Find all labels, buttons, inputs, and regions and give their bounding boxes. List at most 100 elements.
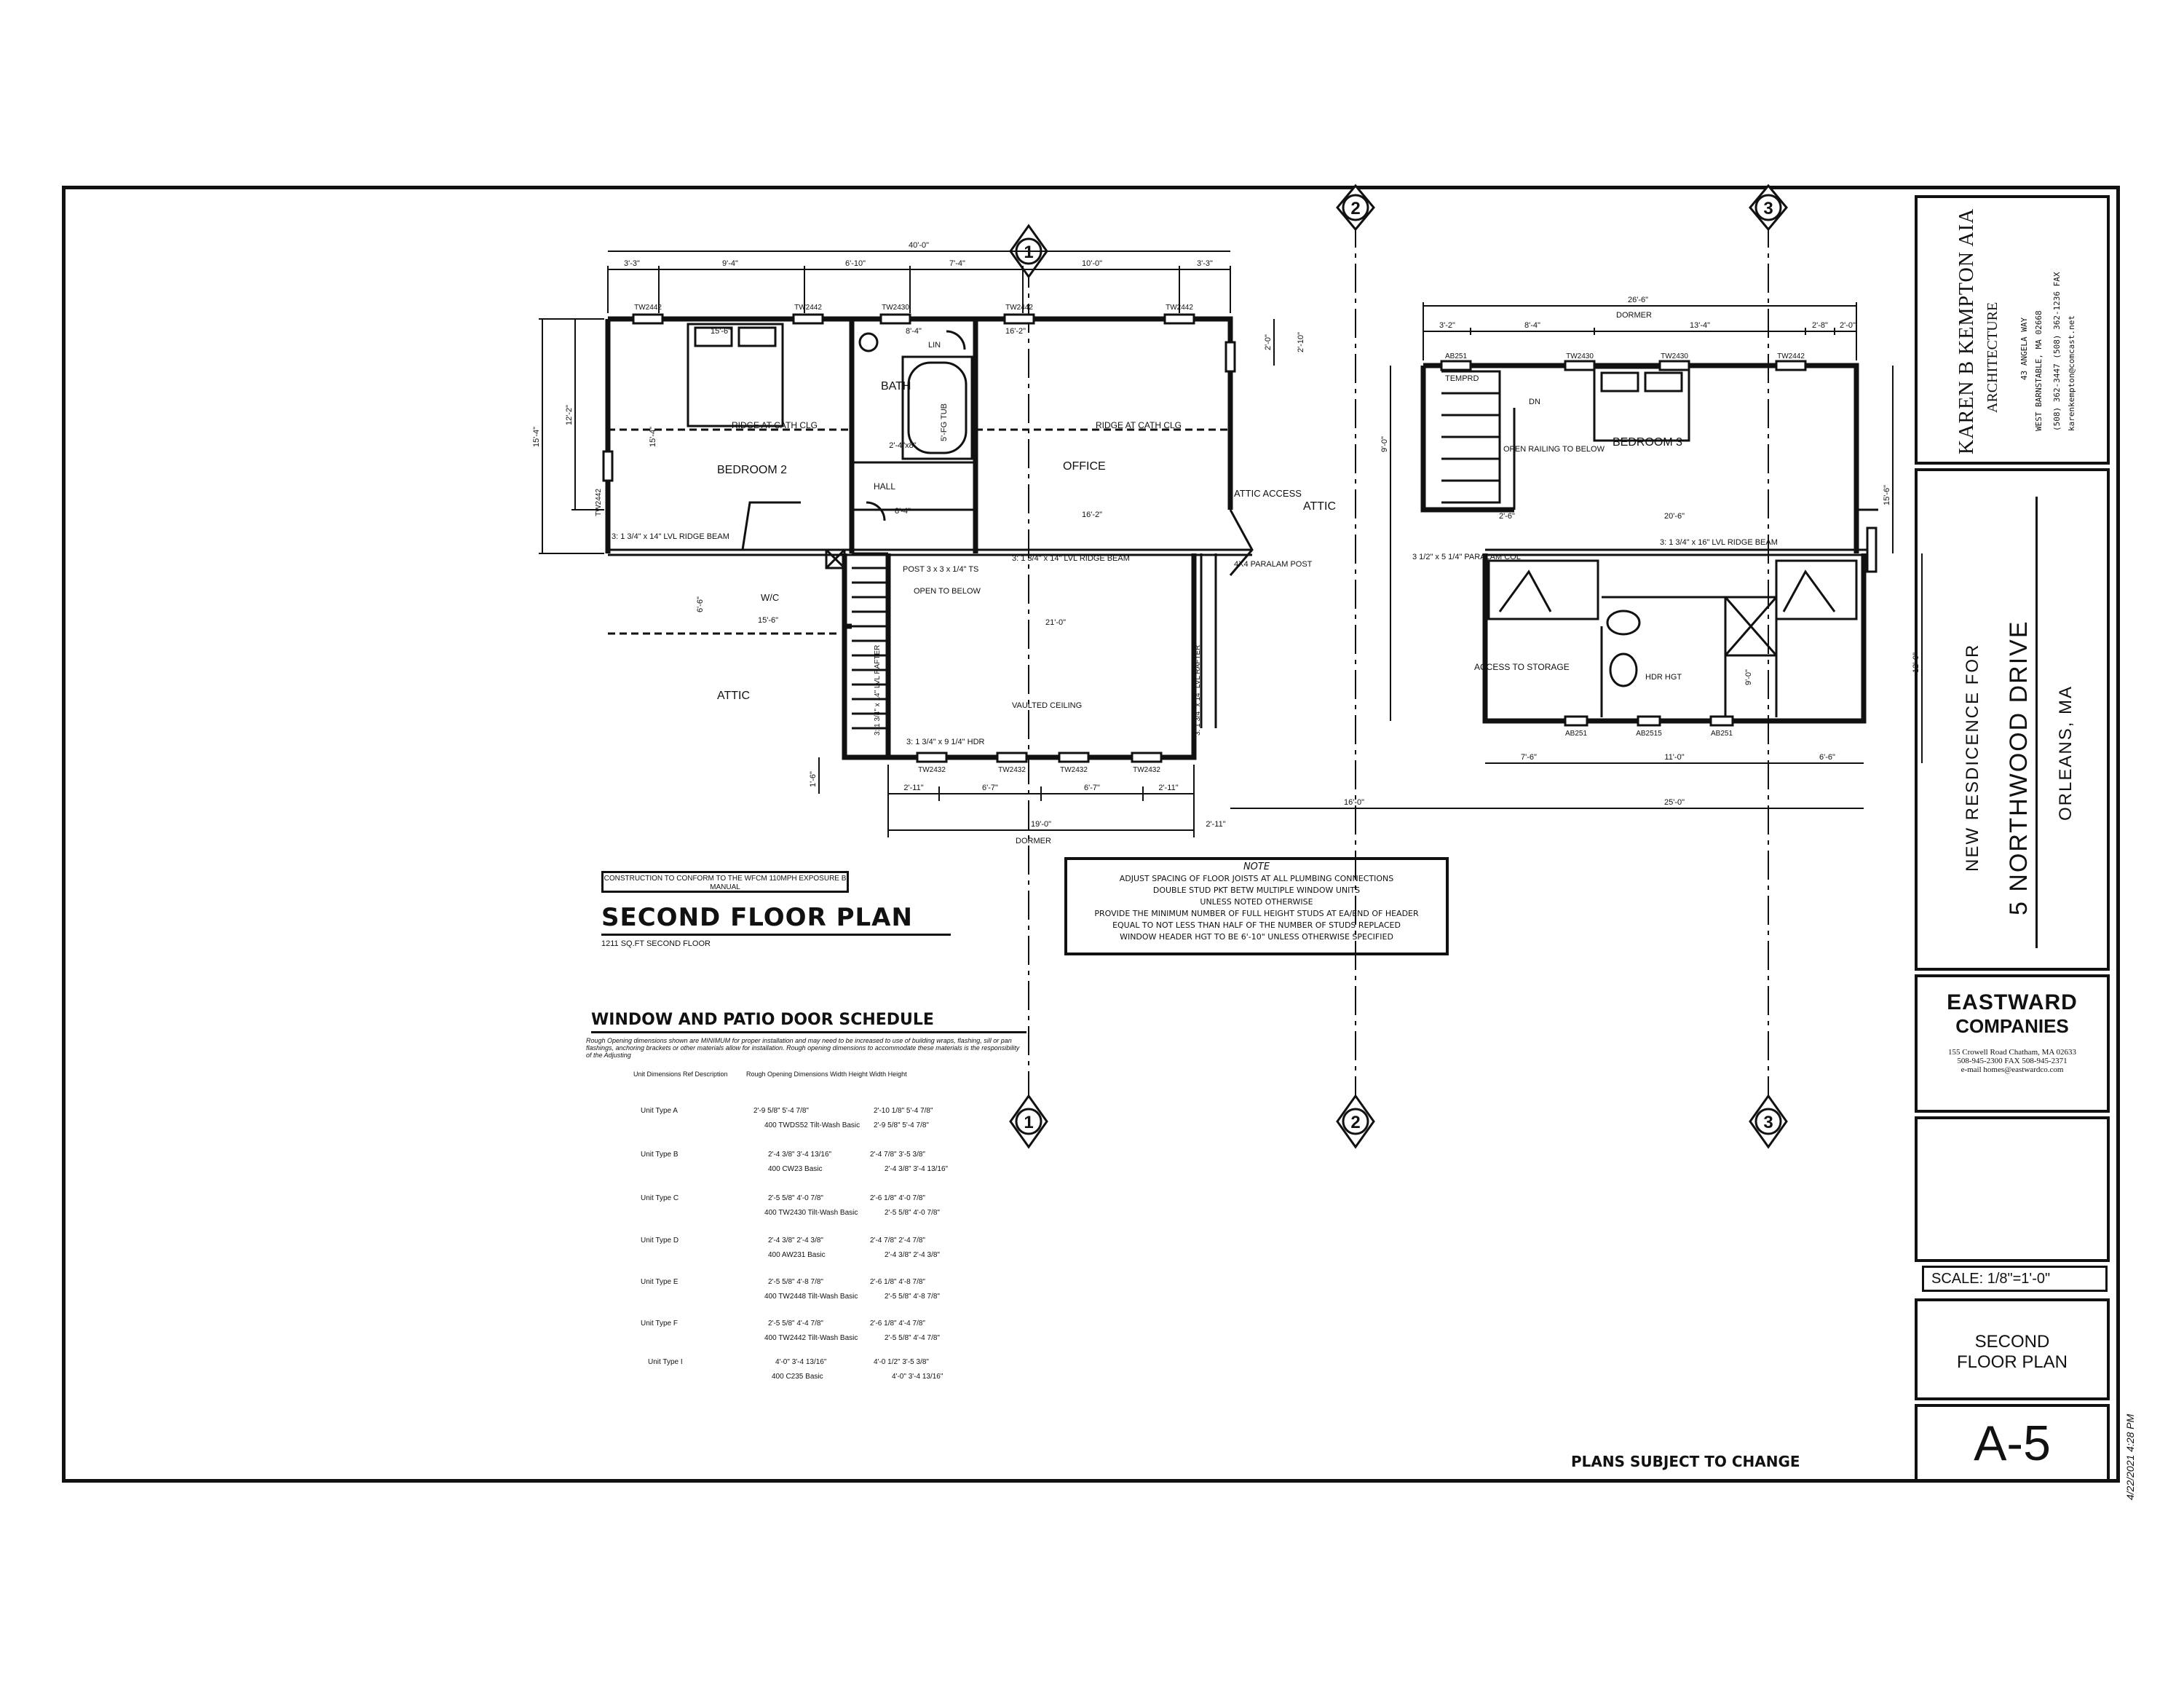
dim-office-w2: 16'-2"	[1082, 510, 1102, 519]
architect-email: karenkempton@comcast.net	[2067, 315, 2076, 431]
dim-bath-tub: 5'-FG TUB	[940, 403, 949, 441]
schedule-row: 2'-4 3/8" 2'-4 3/8"	[885, 1251, 940, 1259]
schedule-row: 2'-4 7/8" 2'-4 7/8"	[870, 1237, 925, 1245]
row-dims-a: 2'-9 5/8" 5'-4 7/8"	[753, 1107, 809, 1115]
schedule-row: 2'-5 5/8" 4'-0 7/8"	[885, 1209, 940, 1217]
window-tag: TW2442	[1166, 304, 1193, 312]
schedule-row: 4'-0" 3'-4 13/16"	[775, 1358, 826, 1366]
schedule-header-left: Unit Dimensions Ref Description	[633, 1070, 728, 1078]
row-dims-b: 4'-0 1/2" 3'-5 3/8"	[874, 1358, 929, 1366]
dim-left2: 12'-2"	[565, 405, 574, 425]
schedule-row: Unit Type F	[641, 1320, 678, 1328]
plan-subtitle: 1211 SQ.FT SECOND FLOOR	[601, 939, 711, 948]
open-railing-label: OPEN RAILING TO BELOW	[1503, 445, 1605, 454]
wic-label: W/C	[761, 592, 779, 603]
note-line: ADJUST SPACING OF FLOOR JOISTS AT ALL PL…	[1119, 874, 1394, 883]
window-tag: AB251	[1565, 730, 1587, 738]
dim-big-w: 21'-0"	[1045, 618, 1066, 627]
bedroom2-label: BEDROOM 2	[717, 464, 787, 476]
row-dims-d: 2'-4 3/8" 3'-4 13/16"	[885, 1165, 949, 1173]
dim-r5: 2'-0"	[1840, 321, 1856, 330]
unit-type: Unit Type A	[641, 1107, 678, 1115]
dim-bath-w: 8'-4"	[906, 327, 922, 336]
dn-label: DN	[1529, 398, 1540, 406]
architect-address2: WEST BARNSTABLE, MA 02668	[2034, 310, 2043, 431]
window-tag: AB251	[1445, 352, 1467, 360]
schedule-row: 2'-9 5/8" 5'-4 7/8"	[753, 1107, 809, 1115]
row-dims-d: 2'-5 5/8" 4'-0 7/8"	[885, 1209, 940, 1217]
general-note-box: NOTE ADJUST SPACING OF FLOOR JOISTS AT A…	[1064, 857, 1449, 955]
scale-text: SCALE: 1/8"=1'-0"	[1931, 1271, 2051, 1287]
dim-office-w: 16'-2"	[1005, 327, 1026, 336]
grid-2-bottom: 2	[1350, 1113, 1360, 1132]
sheet-number: A-5	[1974, 1416, 2051, 1471]
schedule-row: 2'-4 3/8" 2'-4 3/8"	[768, 1237, 823, 1245]
note-line: WINDOW HEADER HGT TO BE 6'-10" UNLESS OT…	[1120, 932, 1393, 942]
row-dims-a: 2'-5 5/8" 4'-0 7/8"	[768, 1194, 823, 1202]
dim-hall-d: 2'-4"x8"	[889, 441, 917, 450]
row-dims-a: 4'-0" 3'-4 13/16"	[775, 1358, 827, 1366]
schedule-row: 400 CW23 Basic	[768, 1165, 822, 1173]
schedule-row: 2'-5 5/8" 4'-8 7/8"	[768, 1278, 823, 1286]
dim-r-b3: 6'-6"	[1819, 753, 1835, 762]
row-dims-d: 2'-5 5/8" 4'-4 7/8"	[885, 1334, 940, 1342]
dimension-labels: 40'-0" 3'-3" 9'-4" 6'-10" 7'-4" 10'-0" 3…	[532, 241, 1920, 829]
project-line1: NEW RESDICENCE FOR	[1963, 643, 1982, 872]
left-windows	[602, 313, 1236, 763]
dormer-top-label: DORMER	[1616, 311, 1652, 320]
hdr-right-label: HDR HGT	[1645, 673, 1682, 682]
window-tag: TW2430	[882, 304, 909, 312]
window-tag: TW2432	[998, 766, 1026, 774]
schedule-row: 2'-4 3/8" 3'-4 13/16"	[768, 1151, 831, 1159]
grid-3-top: 3	[1763, 199, 1773, 218]
dim-gap1: 2'-0"	[1264, 334, 1273, 350]
ridge-label-2: RIDGE AT CATH CLG	[1096, 420, 1182, 430]
dim-bot4: 2'-11"	[1158, 784, 1178, 792]
schedule-header-right: Rough Opening Dimensions Width Height Wi…	[746, 1070, 907, 1078]
company-name-2: COMPANIES	[1955, 1015, 2069, 1037]
row-product: 400 C235 Basic	[772, 1373, 823, 1381]
architect-phone: (508) 362-3447 (508) 362-1236 FAX	[2052, 272, 2062, 431]
vaulted-label: VAULTED CEILING	[1012, 701, 1082, 710]
architect-address1: 43 ANGELA WAY	[2019, 317, 2029, 380]
drawing-sheet-border	[62, 186, 2120, 1483]
grid-3-bottom: 3	[1763, 1113, 1773, 1132]
beam-label-3: 3: 1 3/4" x 16" LVL RIDGE BEAM	[1660, 538, 1778, 547]
schedule-row: 2'-4 3/8" 3'-4 13/16"	[885, 1165, 948, 1173]
schedule-title: WINDOW AND PATIO DOOR SCHEDULE	[591, 1011, 934, 1029]
sheet-number-block: A-5	[1915, 1404, 2110, 1483]
dim-r-v3: 15'-6"	[1883, 485, 1891, 505]
dim-d1: 3'-3"	[624, 259, 640, 268]
lin-label: LIN	[928, 341, 941, 350]
sheet-title-2: FLOOR PLAN	[1956, 1352, 2068, 1372]
row-product: 400 TW2448 Tilt-Wash Basic	[764, 1293, 858, 1301]
date-stamp: 4/22/2021 4:28 PM	[2124, 1413, 2136, 1500]
dim-r-top: 26'-6"	[1628, 296, 1648, 304]
room-labels: BEDROOM 2 BATH OFFICE HALL W/C ATTIC ATT…	[612, 311, 1778, 845]
plan-title-underline	[601, 934, 951, 936]
schedule-row: Unit Type I	[648, 1358, 683, 1366]
schedule-row: 2'-5 5/8" 4'-4 7/8"	[768, 1320, 823, 1328]
row-dims-b: 2'-6 1/8" 4'-0 7/8"	[870, 1194, 925, 1202]
window-tag: TW2432	[1060, 766, 1088, 774]
schedule-row: 400 AW231 Basic	[768, 1251, 826, 1259]
schedule-row: 2'-4 7/8" 3'-5 3/8"	[870, 1151, 925, 1159]
dim-r-b1: 7'-6"	[1521, 753, 1537, 762]
construction-note-box: CONSTRUCTION TO CONFORM TO THE WFCM 110M…	[601, 871, 849, 893]
row-product: 400 CW23 Basic	[768, 1165, 823, 1173]
row-dims-d: 2'-9 5/8" 5'-4 7/8"	[874, 1121, 929, 1129]
paralam-post-label: 4X4 PARALAM POST	[1234, 560, 1313, 569]
window-tag: TW2442	[1005, 304, 1033, 312]
schedule-row: 4'-0 1/2" 3'-5 3/8"	[874, 1358, 929, 1366]
schedule-row: 2'-9 5/8" 5'-4 7/8"	[874, 1121, 929, 1129]
dim-wic-w: 15'-6"	[758, 616, 778, 625]
open-below-label: OPEN TO BELOW	[914, 587, 981, 596]
dim-right-total: 25'-0"	[1664, 798, 1685, 807]
construction-note-text: CONSTRUCTION TO CONFORM TO THE WFCM 110M…	[604, 875, 847, 891]
dim-bd2-h: 15'-4"	[649, 427, 657, 447]
beam-label-2: 3: 1 3/4" x 14" LVL RIDGE BEAM	[1012, 554, 1130, 563]
row-dims-d: 4'-0" 3'-4 13/16"	[892, 1373, 943, 1381]
row-dims-b: 2'-6 1/8" 4'-4 7/8"	[870, 1320, 925, 1328]
blank-block	[1915, 1116, 2110, 1262]
dim-d6: 3'-3"	[1197, 259, 1213, 268]
